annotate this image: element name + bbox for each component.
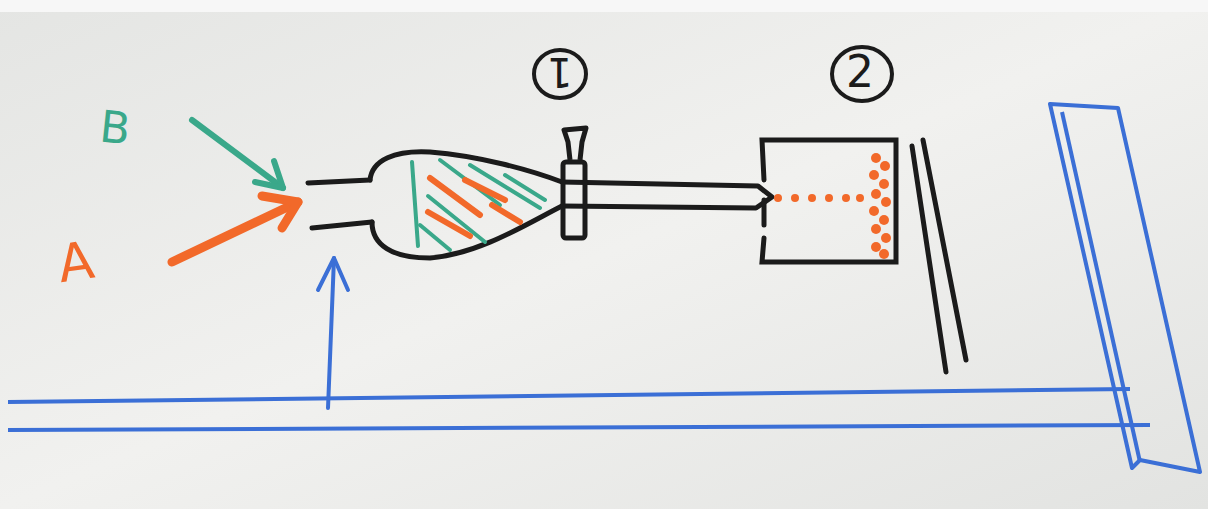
nozzle-wall bbox=[312, 222, 372, 228]
hatch-line bbox=[428, 196, 485, 242]
arrow-head bbox=[318, 258, 348, 290]
hatch-line bbox=[505, 175, 545, 200]
inlet-arrow-a bbox=[172, 202, 298, 262]
callout-circle bbox=[534, 50, 586, 98]
rail-line bbox=[8, 389, 1130, 402]
chamber-box bbox=[762, 140, 896, 262]
valve-body bbox=[563, 162, 585, 238]
callout-number: 1 bbox=[547, 52, 572, 92]
delivery-tube bbox=[562, 182, 772, 208]
bulb-outline bbox=[372, 206, 562, 258]
nozzle-wall bbox=[308, 180, 370, 183]
hatch-line bbox=[428, 212, 470, 236]
stand-frame bbox=[1062, 112, 1140, 462]
rail-line bbox=[8, 425, 1150, 430]
callout-circle bbox=[832, 47, 892, 101]
board-edge bbox=[0, 0, 1208, 12]
hatch-line bbox=[492, 205, 520, 222]
arrow-head bbox=[262, 196, 298, 228]
inlet-arrow-b bbox=[192, 120, 283, 188]
hatch-line bbox=[420, 225, 450, 250]
arrow-head bbox=[255, 161, 283, 188]
chamber-box bbox=[762, 200, 767, 225]
valve-knob bbox=[564, 128, 586, 160]
inlet-label: B bbox=[98, 105, 133, 152]
stand-frame bbox=[1050, 104, 1200, 472]
deposit-dots bbox=[774, 153, 891, 259]
callout-number: 2 bbox=[846, 50, 874, 94]
hatch-line bbox=[412, 162, 418, 246]
plate-line bbox=[923, 140, 966, 360]
hatch-line bbox=[465, 180, 505, 200]
inlet-label: A bbox=[55, 234, 97, 290]
support-arrow bbox=[328, 258, 334, 408]
